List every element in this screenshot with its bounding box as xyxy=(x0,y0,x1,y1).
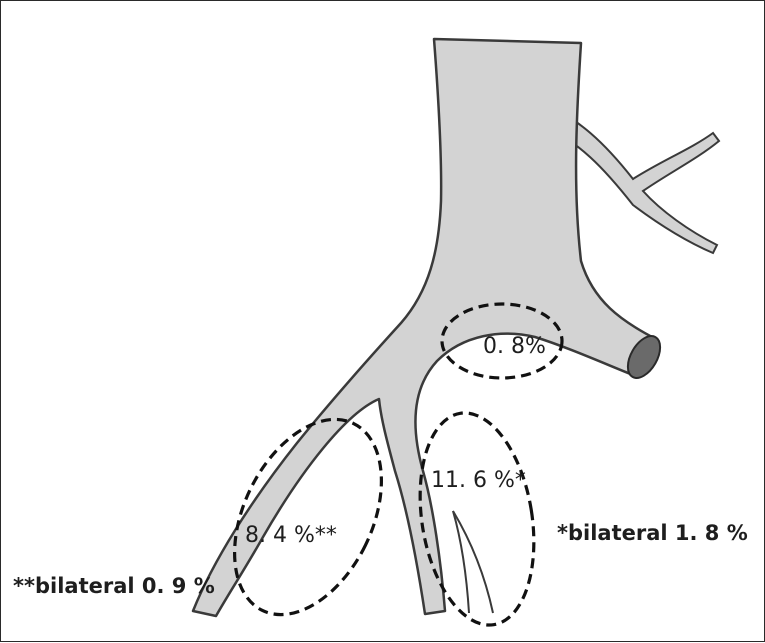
label-8-4-percent: 8. 4 %** xyxy=(245,523,337,548)
label-11-6-percent: 11. 6 %* xyxy=(431,468,526,493)
label-0-8-percent: 0. 8% xyxy=(483,334,546,359)
note-bilateral-0-9: **bilateral 0. 9 % xyxy=(13,574,215,598)
branch-split-line-2 xyxy=(453,511,493,613)
note-bilateral-1-8: *bilateral 1. 8 % xyxy=(557,521,748,545)
